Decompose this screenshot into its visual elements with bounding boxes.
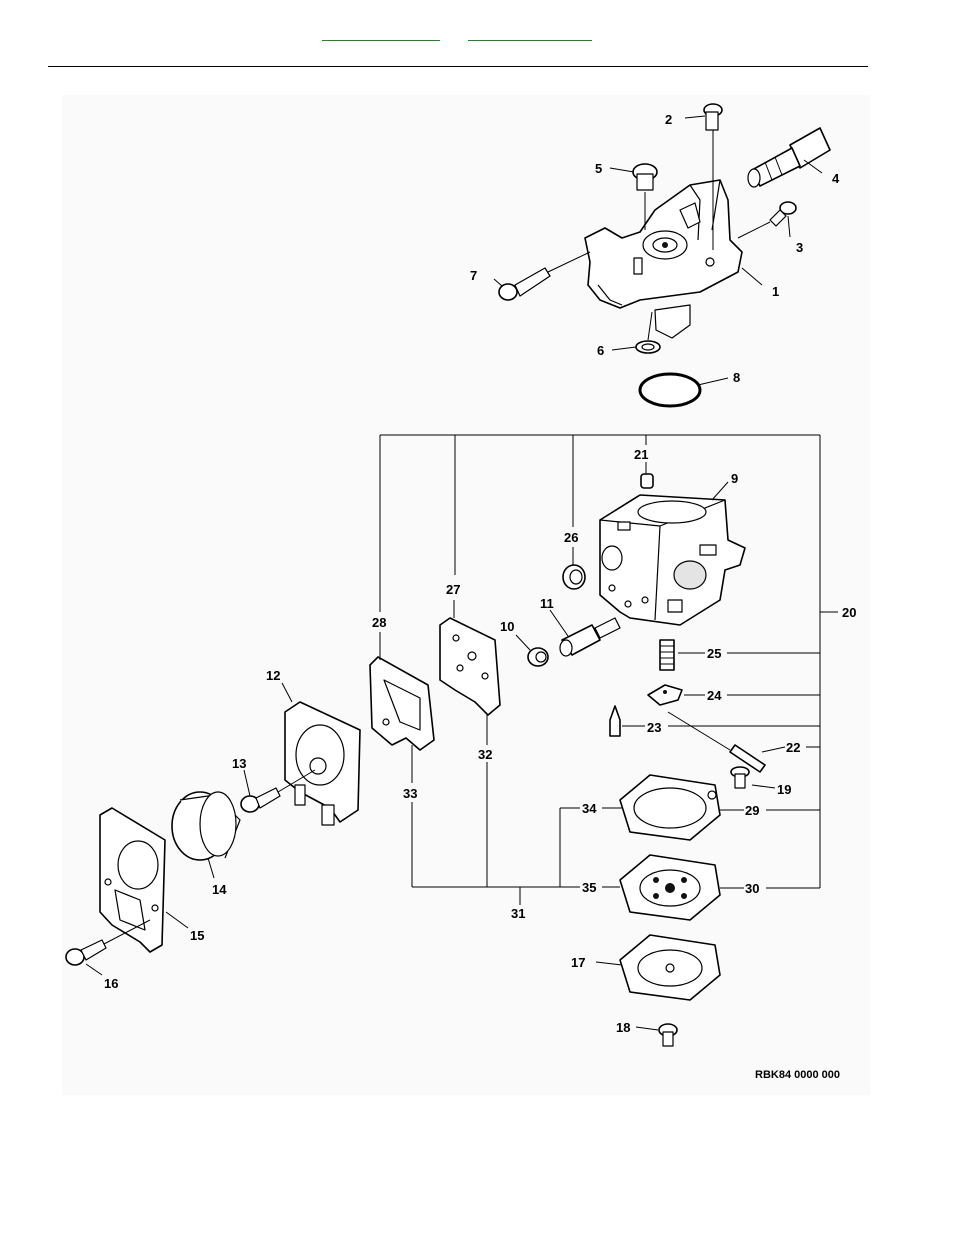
part-9-carburetor-body: [599, 494, 746, 626]
part-6-clip: [635, 311, 661, 354]
part-18-screw: [658, 1023, 678, 1047]
callout-23: 23: [647, 720, 661, 735]
callout-22: 22: [786, 740, 800, 755]
callout-12: 12: [266, 668, 280, 683]
callout-3: 3: [796, 240, 803, 255]
part-7-screw: [498, 251, 591, 301]
part-25-spring: [659, 639, 675, 671]
part-4-adjuster: [747, 127, 831, 188]
callout-8: 8: [733, 370, 740, 385]
part-5-knob: [632, 163, 658, 230]
part-14-cup: [171, 791, 241, 861]
callout-16: 16: [104, 976, 118, 991]
part-16-screw: [65, 919, 151, 966]
nav-link-next[interactable]: [468, 24, 592, 41]
figure-reference-code: RBK84 0000 000: [755, 1069, 840, 1081]
callout-labels: 1 2 3 4 5 6 7 8 9 10 11 12 13 14 15 16 1…: [104, 112, 856, 1081]
header-divider: [48, 66, 868, 67]
callout-17: 17: [571, 955, 585, 970]
part-29-gasket: [619, 774, 721, 841]
part-15-bracket: [99, 807, 166, 953]
part-24-lever: [647, 684, 683, 706]
part-17-cover: [619, 934, 721, 1001]
callout-31: 31: [511, 906, 525, 921]
callout-6: 6: [597, 343, 604, 358]
callout-29: 29: [745, 803, 759, 818]
leader-lines: [85, 115, 838, 1031]
part-10-plug: [527, 647, 549, 667]
callout-1: 1: [772, 284, 779, 299]
callout-27: 27: [446, 582, 460, 597]
callout-11: 11: [540, 596, 554, 611]
part-1-intake-body: [584, 179, 743, 339]
callout-24: 24: [707, 688, 722, 703]
part-13-screw: [240, 769, 316, 813]
part-12-pump-cover: [284, 701, 361, 826]
part-27-gasket: [439, 617, 501, 716]
part-26-ring: [562, 564, 586, 590]
callout-32: 32: [478, 747, 492, 762]
part-23-needle-valve: [609, 705, 621, 737]
callout-26: 26: [564, 530, 578, 545]
callout-21: 21: [634, 447, 648, 462]
callout-18: 18: [616, 1020, 630, 1035]
callout-4: 4: [832, 171, 840, 186]
callout-25: 25: [707, 646, 721, 661]
callout-7: 7: [470, 268, 477, 283]
callout-5: 5: [595, 161, 602, 176]
callout-34: 34: [582, 801, 597, 816]
part-8-o-ring: [638, 372, 702, 408]
part-22-pin: [667, 711, 766, 773]
part-3-screw: [737, 201, 797, 239]
callout-2: 2: [665, 112, 672, 127]
callout-14: 14: [212, 882, 227, 897]
callout-20: 20: [842, 605, 856, 620]
callout-35: 35: [582, 880, 596, 895]
callout-33: 33: [403, 786, 417, 801]
callout-15: 15: [190, 928, 204, 943]
callout-19: 19: [777, 782, 791, 797]
part-21-cap: [640, 473, 654, 489]
part-30-diaphragm: [619, 854, 721, 921]
part-2-screw: [703, 103, 723, 250]
callout-13: 13: [232, 756, 246, 771]
callout-30: 30: [745, 881, 759, 896]
callout-9: 9: [731, 471, 738, 486]
part-19-screw: [730, 766, 750, 789]
part-28-plate: [369, 656, 435, 751]
nav-link-previous[interactable]: [322, 24, 440, 41]
part-11-needle: [559, 617, 621, 657]
callout-10: 10: [500, 619, 514, 634]
callout-28: 28: [372, 615, 386, 630]
